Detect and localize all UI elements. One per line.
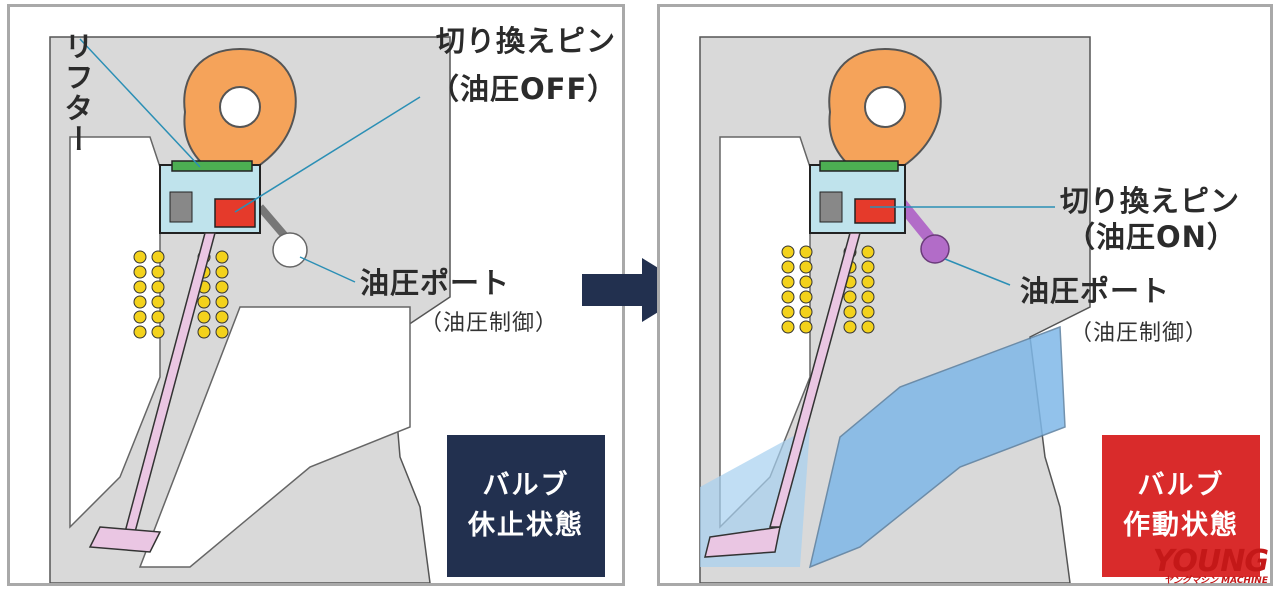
oil-port-hole [272,232,308,268]
badge-line-2: 休止状態 [468,510,584,541]
lifter-label: リフター [60,31,94,155]
oil-port-sub-label: （油圧制御） [420,311,559,336]
watermark-main: YOUNG [1152,544,1269,579]
cylinder-head-diagram-stopped [49,36,451,583]
pin-label: 切り換えピン [1060,184,1241,218]
pin-state-label: （油圧ON） [1066,220,1237,254]
pin-state-label: （油圧OFF） [430,72,618,106]
valve-active-badge: バルブ 作動状態 [1102,435,1260,577]
oil-port-hole-active [920,234,950,264]
lifter-shim [819,160,899,172]
cylinder-head-diagram-active [699,36,1091,583]
badge-line-2: 作動状態 [1123,510,1239,541]
watermark-sub: ヤングマシン MACHINE [1164,576,1268,586]
oil-port-sub-label: （油圧制御） [1070,321,1209,346]
valve-stopped-badge: バルブ 休止状態 [447,435,605,577]
valve-head [704,526,781,558]
oil-port-label: 油圧ポート [1020,274,1171,308]
valve-stopped-panel: リフター 切り換えピン （油圧OFF） 油圧ポート （油圧制御） バルブ 休止状… [7,4,625,586]
badge-line-1: バルブ [482,469,570,501]
port-passage [138,306,411,568]
valve-active-panel: 切り換えピン （油圧ON） 油圧ポート （油圧制御） バルブ 作動状態 [657,4,1273,586]
pin-label: 切り換えピン [436,24,617,58]
switching-pin [854,198,896,224]
young-machine-watermark-logo: YOUNG ヤングマシン MACHINE [1152,544,1269,586]
oil-port-label: 油圧ポート [360,266,511,300]
valve-bore [69,136,161,529]
intake-flow [808,325,1066,569]
valve-head [88,526,162,553]
badge-line-1: バルブ [1137,469,1225,501]
lifter-shim [171,160,253,172]
